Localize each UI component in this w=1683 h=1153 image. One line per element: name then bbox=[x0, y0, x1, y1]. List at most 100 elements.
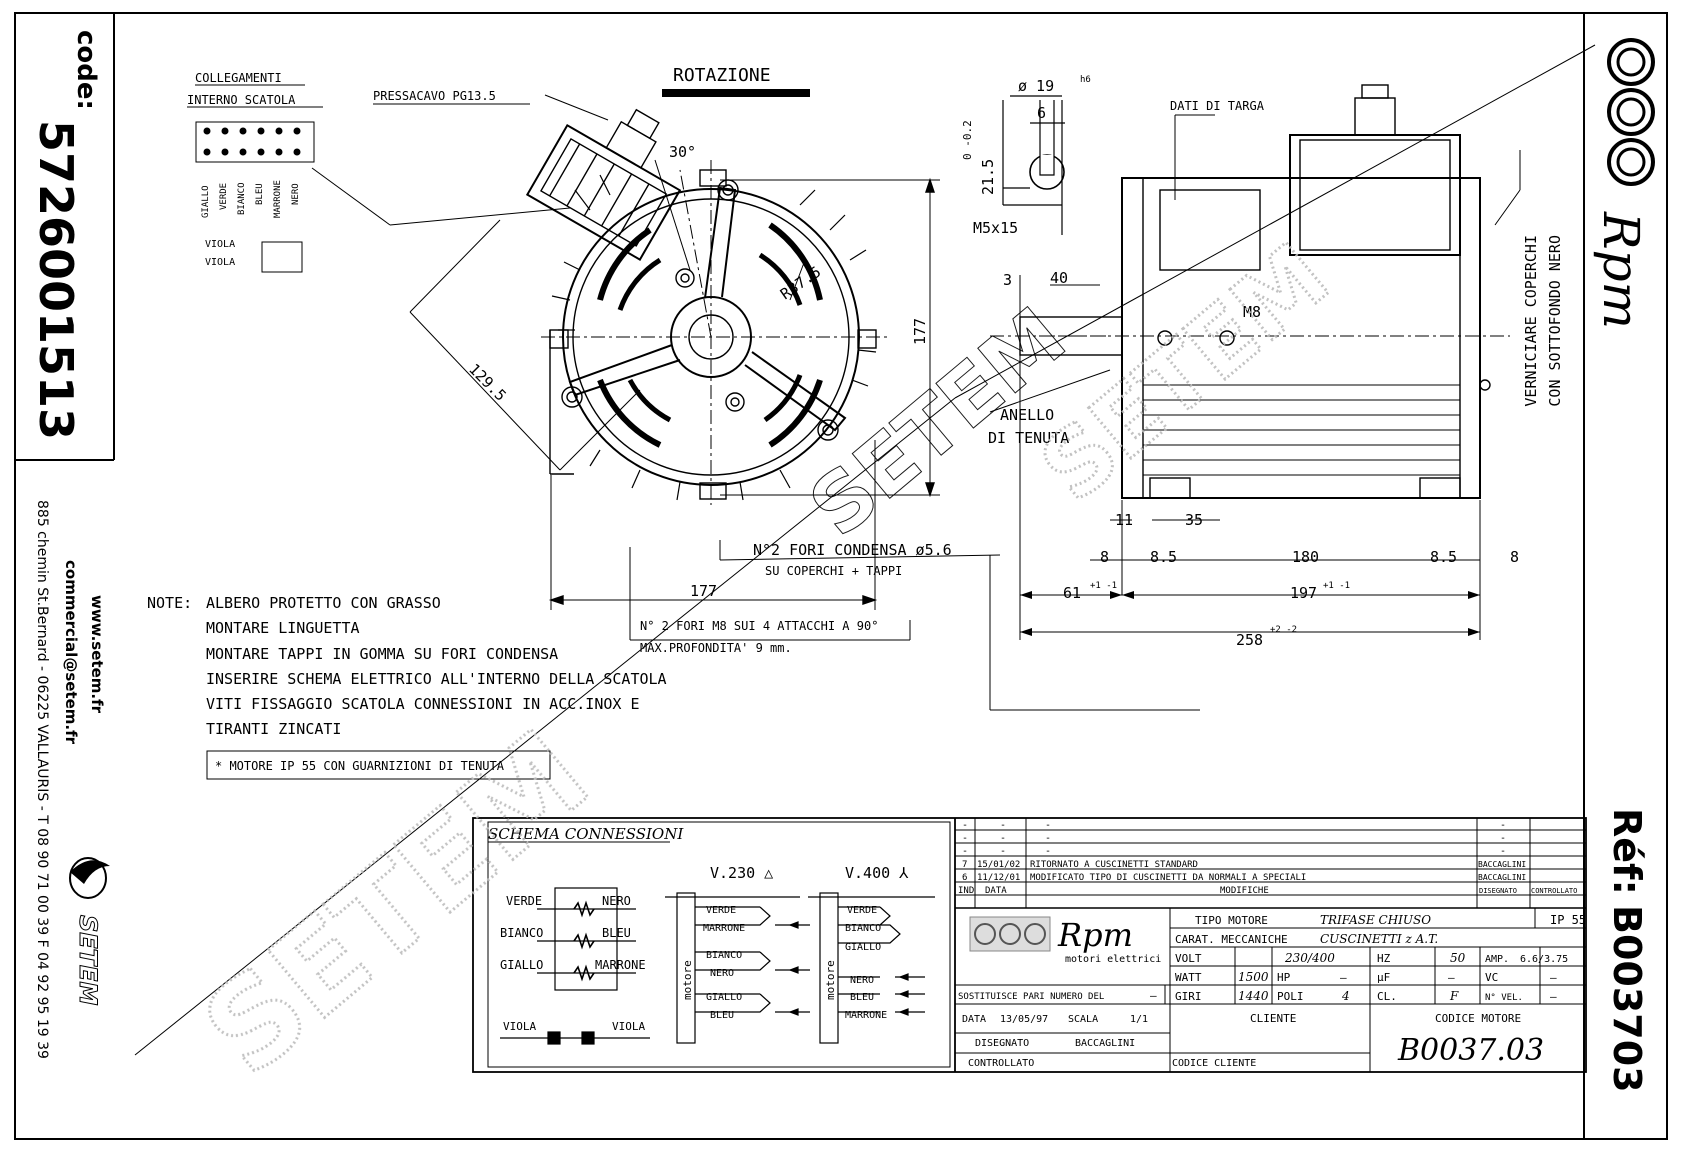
v230-label: V.230 △ bbox=[710, 864, 773, 882]
delta-terminal: VERDE bbox=[706, 905, 736, 916]
front-view bbox=[311, 89, 1200, 711]
collegamenti-label-2: INTERNO SCATOLA bbox=[187, 93, 296, 107]
notes-block: NOTE: ALBERO PROTETTO CON GRASSO MONTARE… bbox=[147, 594, 667, 780]
setem-brand: SETEM bbox=[74, 915, 102, 1005]
profondita-label: MAX.PROFONDITA' 9 mm. bbox=[640, 641, 792, 655]
delta-terminal: GIALLO bbox=[706, 992, 742, 1003]
terminal-label: NERO bbox=[291, 183, 301, 205]
shaft-diameter-label: ø 19 bbox=[1018, 77, 1054, 95]
codice-motore-label: CODICE MOTORE bbox=[1435, 1012, 1521, 1025]
terminal-labels: GIALLO VERDE BIANCO BLEU MARRONE NERO bbox=[201, 180, 301, 218]
amp-value: 6.6/3.75 bbox=[1520, 954, 1568, 965]
date-label: DATA bbox=[962, 1014, 986, 1025]
shaft-key-label: 6 bbox=[1037, 104, 1046, 122]
wiring-schema bbox=[472, 817, 1587, 1073]
dim-197-label: 197 bbox=[1290, 584, 1317, 602]
hp-label: HP bbox=[1277, 971, 1291, 984]
coil-label-left: GIALLO bbox=[500, 958, 543, 972]
terminal-label: MARRONE bbox=[273, 180, 283, 218]
anello-label-2: DI TENUTA bbox=[988, 429, 1069, 447]
header-modifiche: MODIFICHE bbox=[1220, 886, 1269, 896]
rev-ind: 7 bbox=[962, 860, 967, 870]
note-line: MONTARE TAPPI IN GOMMA SU FORI CONDENSA bbox=[206, 645, 558, 663]
poli-value: 4 bbox=[1341, 989, 1350, 1003]
shaft-thread-label: M5x15 bbox=[973, 219, 1018, 237]
paint-note-1: VERNICIARE COPERCHI bbox=[1522, 235, 1540, 407]
coil-label-right: NERO bbox=[602, 894, 631, 908]
rev-data: 11/12/01 bbox=[977, 873, 1020, 883]
viola-left-label: VIOLA bbox=[503, 1020, 536, 1033]
dim-11-label: 11 bbox=[1115, 511, 1133, 529]
dim-40-label: 40 bbox=[1050, 269, 1068, 287]
ref-label: Réf: bbox=[1605, 808, 1649, 895]
header-controllato: CONTROLLATO bbox=[1531, 887, 1577, 895]
su-coperchi-label: SU COPERCHI + TAPPI bbox=[765, 564, 902, 578]
m8-label: M8 bbox=[1243, 303, 1261, 321]
rev-data: - bbox=[1000, 820, 1006, 831]
ref-value: B003703 bbox=[1605, 905, 1649, 1093]
company-email: commercial@setem.fr bbox=[62, 560, 80, 745]
dim-197-tolerance: +1 -1 bbox=[1323, 581, 1350, 591]
dim-8-right-label: 8 bbox=[1510, 548, 1519, 566]
uf-label: µF bbox=[1377, 971, 1390, 984]
angle-30-label: 30° bbox=[669, 143, 696, 161]
v400-label: V.400 ⅄ bbox=[845, 864, 909, 882]
sostituisce-label: SOSTITUISCE PARI NUMERO DEL bbox=[958, 992, 1104, 1002]
note-line: TIRANTI ZINCATI bbox=[206, 720, 341, 738]
motore-label-star: motore bbox=[824, 960, 837, 1000]
notes-label: NOTE: bbox=[147, 594, 192, 612]
nvel-value: — bbox=[1550, 990, 1557, 1003]
dim-177-horizontal: 177 bbox=[690, 582, 717, 600]
company-subtitle: motori elettrici bbox=[1065, 954, 1161, 965]
watt-label: WATT bbox=[1175, 971, 1202, 984]
carat-label: CARAT. MECCANICHE bbox=[1175, 933, 1288, 946]
coil-label-right: BLEU bbox=[602, 926, 631, 940]
hz-value: 50 bbox=[1450, 951, 1466, 965]
fori-m8-label: N° 2 FORI M8 SUI 4 ATTACCHI A 90° bbox=[640, 619, 878, 633]
rev-desc: RITORNATO A CUSCINETTI STANDARD bbox=[1030, 860, 1198, 870]
poli-label: POLI bbox=[1277, 990, 1304, 1003]
dim-35-label: 35 bbox=[1185, 511, 1203, 529]
drawing-frame bbox=[14, 12, 1668, 1140]
star-terminal: BIANCO bbox=[845, 923, 881, 934]
cl-value: F bbox=[1449, 989, 1459, 1003]
delta-terminal: BLEU bbox=[710, 1010, 734, 1021]
terminal-label: BIANCO bbox=[237, 182, 247, 215]
shaft-tol-vertical: 0 -0.2 bbox=[961, 120, 974, 160]
dim-258-tolerance: +2 -2 bbox=[1270, 625, 1297, 635]
viola-right-label: VIOLA bbox=[612, 1020, 645, 1033]
motore-label-delta: motore bbox=[681, 960, 694, 1000]
schema-title: SCHEMA CONNESSIONI bbox=[488, 825, 684, 843]
disegnato-label: DISEGNATO bbox=[975, 1038, 1029, 1049]
delta-terminal: BIANCO bbox=[706, 950, 742, 961]
rev-data: - bbox=[1000, 846, 1006, 857]
delta-terminal: MARRONE bbox=[703, 923, 745, 934]
rev-sig: - bbox=[1500, 820, 1506, 831]
amp-label: AMP. bbox=[1485, 954, 1509, 965]
terminal-label: GIALLO bbox=[201, 185, 211, 218]
pressacavo-label: PRESSACAVO PG13.5 bbox=[373, 89, 496, 103]
rpm-logo-icon bbox=[1607, 38, 1655, 186]
header-disegnato: DISEGNATO bbox=[1479, 887, 1517, 895]
collegamenti-label-1: COLLEGAMENTI bbox=[195, 71, 282, 85]
left-panel: code: 5726001513 885 chemin St.Bernard -… bbox=[16, 12, 115, 1059]
ip-rating: IP 55 bbox=[1550, 913, 1586, 927]
note-line: INSERIRE SCHEMA ELETTRICO ALL'INTERNO DE… bbox=[206, 670, 667, 688]
dati-targa-label: DATI DI TARGA bbox=[1170, 99, 1265, 113]
side-view bbox=[134, 44, 1596, 1056]
viola-label-2: VIOLA bbox=[205, 257, 235, 268]
scale-value: 1/1 bbox=[1130, 1014, 1148, 1025]
hp-value: — bbox=[1340, 971, 1347, 984]
terminal-strip-icon bbox=[195, 121, 315, 273]
vc-value: — bbox=[1550, 971, 1557, 984]
dim-61-tolerance: +1 -1 bbox=[1090, 581, 1117, 591]
rpm-company-name: Rpm bbox=[1057, 916, 1133, 954]
code-label: code: bbox=[71, 30, 101, 110]
rev-ind: - bbox=[962, 846, 968, 857]
dim-8-5-right-label: 8.5 bbox=[1430, 548, 1457, 566]
dim-8-left-label: 8 bbox=[1100, 548, 1109, 566]
title-block-grid bbox=[955, 818, 1586, 1072]
hz-label: HZ bbox=[1377, 952, 1391, 965]
terminal-label: VERDE bbox=[219, 183, 229, 210]
